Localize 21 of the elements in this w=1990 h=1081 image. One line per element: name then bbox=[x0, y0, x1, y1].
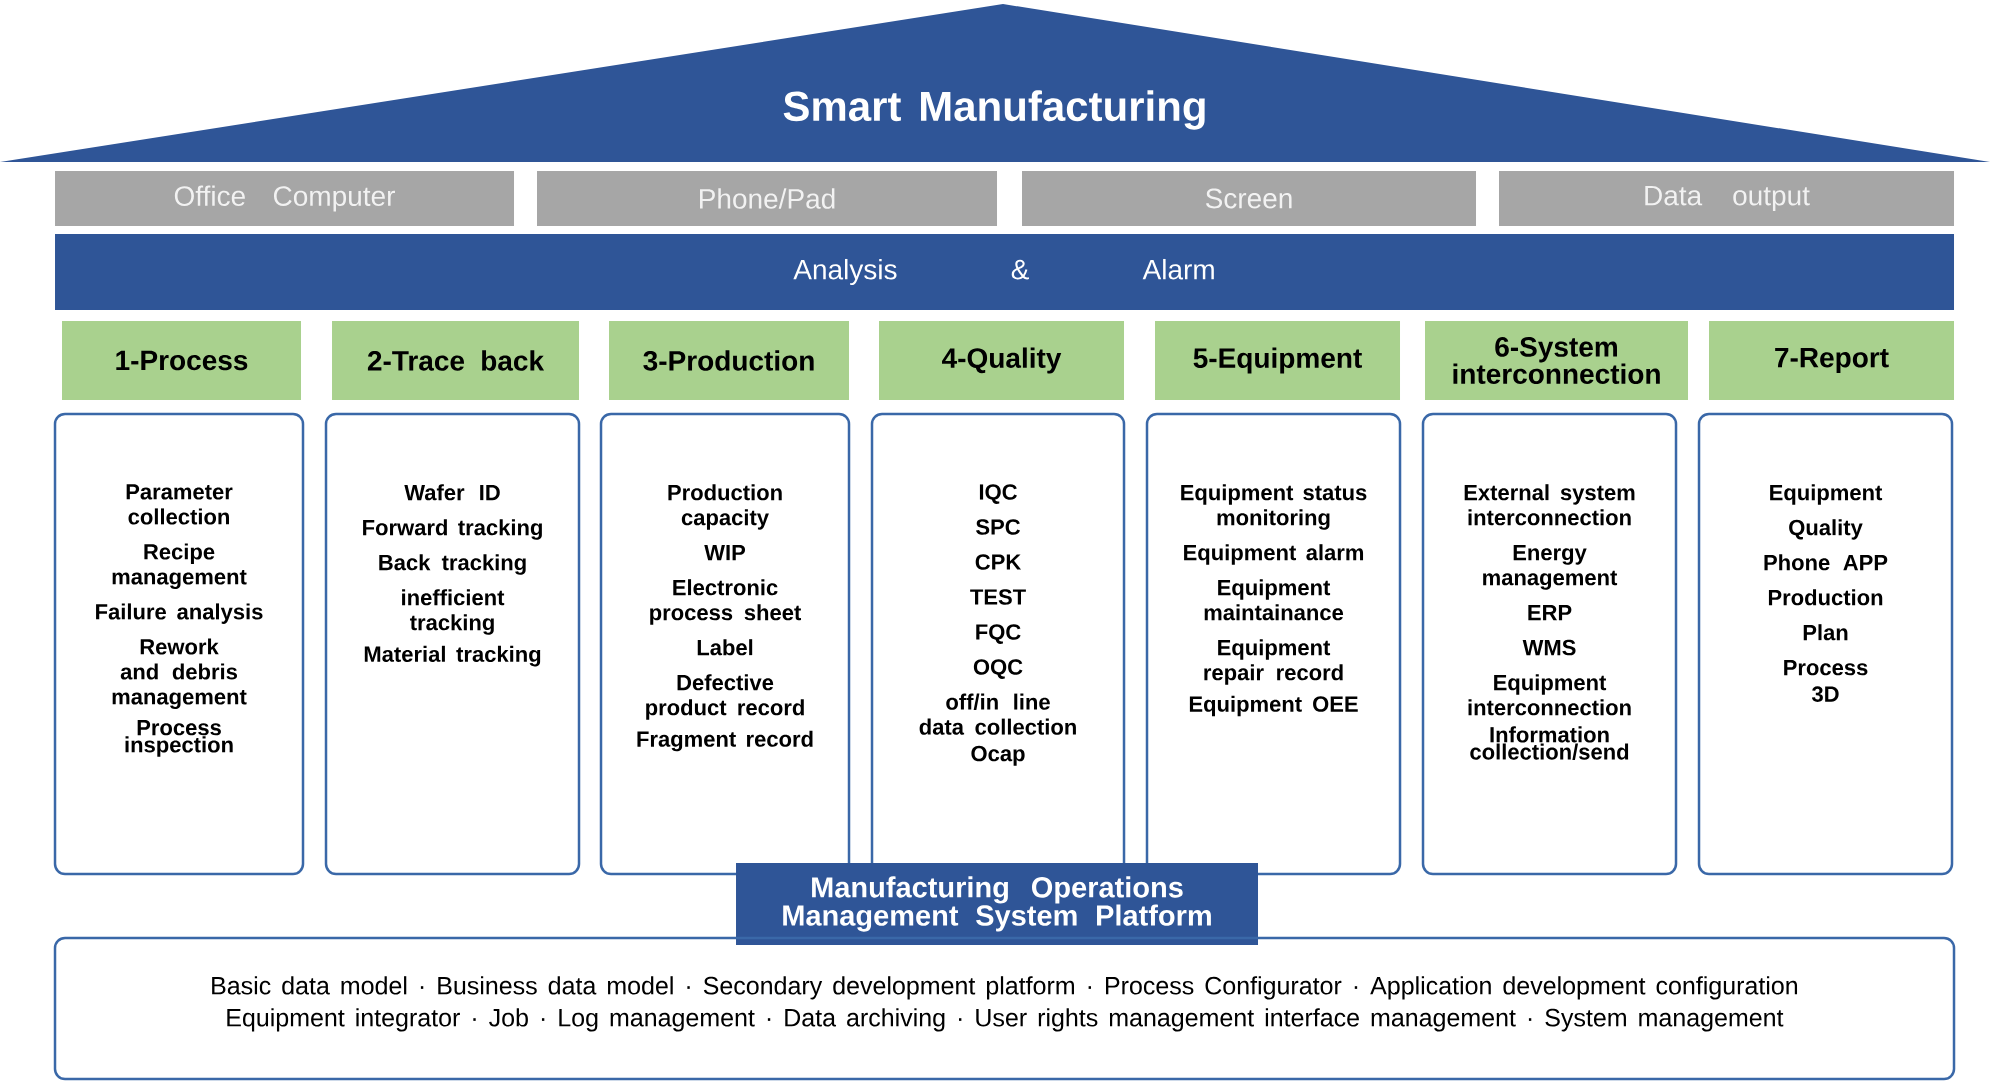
device-bar: Office Computer bbox=[55, 171, 514, 226]
function-list-box: External system interconnection Energy management ERP WMS Equipment interconnection Information collection/send bbox=[1421, 412, 1678, 876]
module-header: 6-System interconnection bbox=[1425, 321, 1688, 400]
function-list-box: Wafer ID Forward tracking Back tracking inefficient tracking Material tracking bbox=[324, 412, 581, 876]
roof-banner: Smart Manufacturing bbox=[0, 4, 1990, 162]
module-header: 1-Process bbox=[62, 321, 301, 400]
function-list-box: Parameter collection Recipe management Failure analysis Rework and debris management Process inspection bbox=[53, 412, 305, 876]
module-header: 7-Report bbox=[1709, 321, 1954, 400]
function-list-box: Equipment status monitoring Equipment alarm Equipment maintainance Equipment repair record Equipment OEE bbox=[1145, 412, 1402, 876]
device-bar: Data output bbox=[1499, 171, 1954, 226]
function-list-box: Production capacity WIP Electronic process sheet Label Defective product record Fragment record bbox=[599, 412, 851, 876]
module-header: 3-Production bbox=[609, 321, 849, 400]
module-header: 2-Trace back bbox=[332, 321, 579, 400]
module-header: 5-Equipment bbox=[1155, 321, 1400, 400]
platform-services-box: Basic data model · Business data model · Secondary development platform · Process Configurator · Application development configuration Equipment integrator · Job · Log management · Data archiving · User rights management interface management · System management bbox=[53, 936, 1956, 1081]
device-bar: Screen bbox=[1022, 171, 1476, 226]
platform-box: Manufacturing Operations Management System Platform bbox=[736, 863, 1258, 945]
function-list-box: Equipment Quality Phone APP Production Plan Process 3D bbox=[1697, 412, 1954, 876]
module-header: 4-Quality bbox=[879, 321, 1124, 400]
analysis-band: Analysis & Alarm bbox=[55, 234, 1954, 310]
device-bar: Phone/Pad bbox=[537, 171, 997, 226]
